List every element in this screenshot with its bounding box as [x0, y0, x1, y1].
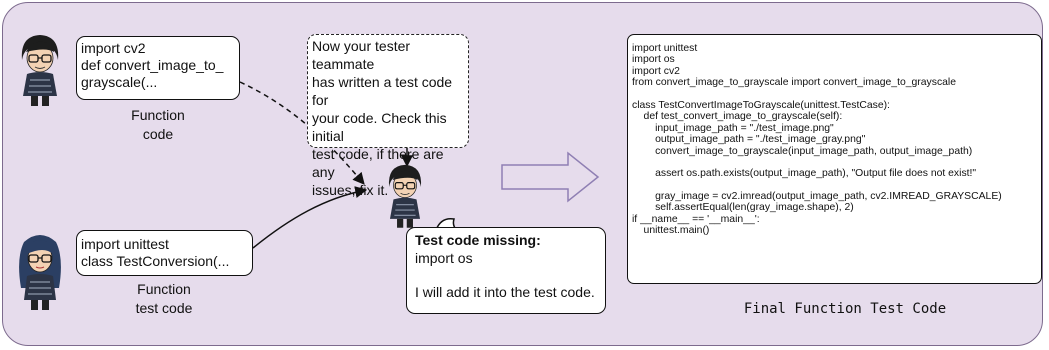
feedback-action: I will add it into the test code. [415, 284, 595, 300]
feedback-missing-import: import os [415, 250, 473, 266]
final-code-line: import os [632, 54, 675, 66]
big-hollow-arrow [501, 151, 600, 203]
function-code-line: import cv2 [81, 40, 146, 56]
final-code-line: assert os.path.exists(output_image_path)… [632, 168, 977, 180]
test-code-caption: Function test code [114, 280, 214, 318]
final-code-line: gray_image = cv2.imread(output_image_pat… [632, 191, 1002, 203]
dashed-arrow-function-to-coder [239, 81, 365, 185]
caption-line: Function [131, 107, 185, 123]
instruction-line: your code. Check this initial [312, 110, 447, 144]
final-code-line: convert_image_to_grayscale(input_image_p… [632, 145, 973, 157]
center-coder-avatar [388, 164, 422, 228]
final-code-line: from convert_image_to_grayscale import c… [632, 77, 957, 89]
final-code-line: self.assertEqual(len(gray_image.shape), … [632, 202, 854, 214]
final-code-line: import unittest [632, 43, 698, 54]
test-code-box: import unittest class TestConversion(... [76, 230, 253, 276]
final-test-code-box: import unittest import os import cv2 fro… [627, 34, 1042, 284]
coder-avatar [21, 35, 59, 106]
final-code-line: class TestConvertImageToGrayscale(unitte… [632, 99, 890, 111]
function-code-box: import cv2 def convert_image_to_ graysca… [76, 36, 240, 100]
final-code-line: input_image_path = "./test_image.png" [632, 122, 834, 134]
solid-arrow-test-to-coder [252, 186, 368, 249]
final-code-line [632, 89, 1041, 100]
final-code-line: output_image_path = "./test_image_gray.p… [632, 134, 866, 146]
test-code-line: class TestConversion(... [81, 253, 230, 269]
instruction-box: Now your tester teammate has written a t… [307, 34, 469, 198]
final-code-line: import cv2 [632, 65, 680, 77]
feedback-bubble: Test code missing: import os I will add … [406, 227, 606, 314]
instruction-line: Now your tester teammate [312, 38, 411, 72]
caption-line: code [142, 126, 174, 142]
instruction-line: test code, if there are any [312, 146, 444, 180]
feedback-title: Test code missing: [415, 232, 541, 248]
final-code-line: unittest.main() [632, 225, 710, 237]
caption-line: test code [135, 300, 193, 316]
test-code-line: import unittest [81, 236, 169, 252]
final-code-line: if __name__ == '__main__': [632, 213, 760, 225]
final-code-line [632, 180, 1041, 191]
caption-line: Function [137, 281, 191, 297]
final-code-caption: Final Function Test Code [743, 301, 947, 317]
function-code-line: grayscale(... [81, 74, 158, 90]
instruction-line: issues, fix it. [312, 182, 389, 198]
instruction-line: has written a test code for [312, 74, 453, 108]
function-code-caption: Function code [108, 106, 208, 144]
final-code-line: def test_convert_image_to_grayscale(self… [632, 111, 843, 123]
feedback-spacer [415, 267, 597, 283]
function-code-line: def convert_image_to_ [81, 57, 224, 73]
tester-avatar [19, 235, 61, 310]
final-code-line [632, 157, 1041, 168]
